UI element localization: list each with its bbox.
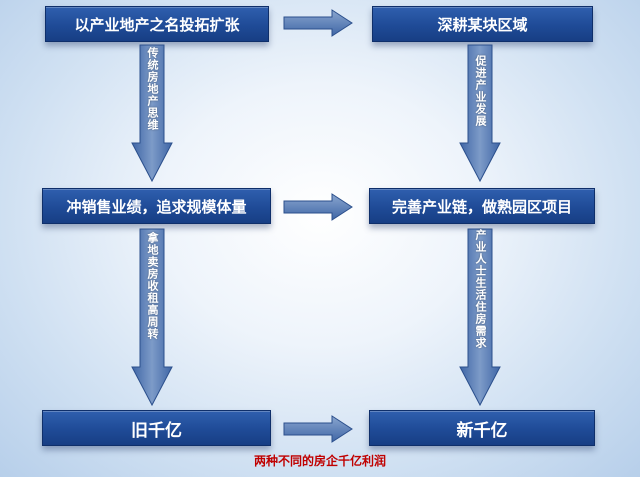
arrow-label-left-upper: 传统房地产思维	[146, 47, 159, 131]
box-bottom-left-label: 旧千亿	[131, 420, 182, 441]
arrow-label-right-lower: 产业人士生活住房需求	[474, 229, 487, 349]
box-top-left-label: 以产业地产之名投拓扩张	[74, 15, 240, 34]
caption: 两种不同的房企千亿利润	[253, 454, 386, 468]
box-bottom-left: 旧千亿	[42, 410, 271, 446]
box-middle-right-label: 完善产业链，做熟园区项目	[391, 197, 572, 216]
box-top-left: 以产业地产之名投拓扩张	[45, 6, 269, 42]
box-middle-right: 完善产业链，做熟园区项目	[369, 188, 595, 224]
arrow-right-top	[283, 9, 353, 37]
arrow-right-bottom	[283, 415, 353, 443]
box-bottom-right-label: 新千亿	[456, 420, 508, 441]
box-middle-left: 冲销售业绩，追求规模体量	[42, 188, 271, 224]
arrow-down-right-upper	[459, 44, 501, 183]
arrow-label-right-upper: 促进产业发展	[474, 55, 487, 127]
arrow-label-left-lower: 拿地卖房收租高周转	[146, 232, 159, 340]
box-top-right: 深耕某块区域	[372, 6, 593, 42]
arrow-down-right-lower	[459, 228, 501, 407]
box-middle-left-label: 冲销售业绩，追求规模体量	[66, 197, 247, 216]
box-bottom-right: 新千亿	[369, 410, 595, 446]
box-top-right-label: 深耕某块区域	[437, 15, 528, 34]
arrow-down-left-lower	[131, 228, 173, 407]
arrow-down-left-upper	[131, 44, 173, 183]
arrow-right-middle	[283, 193, 353, 221]
